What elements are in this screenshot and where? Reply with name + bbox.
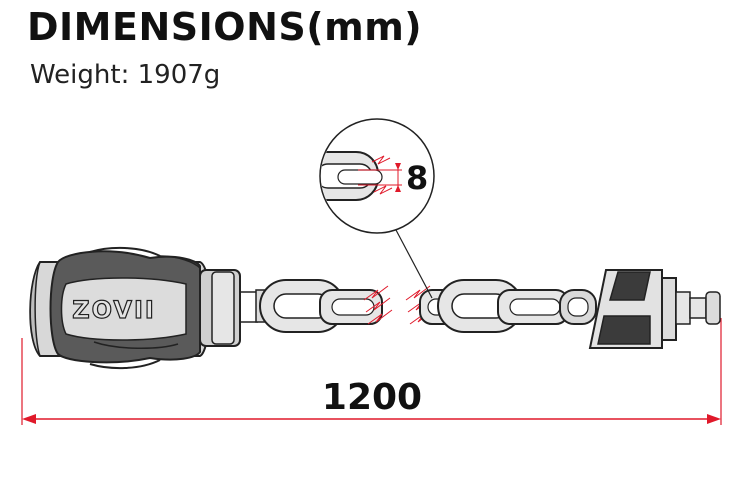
total-length-label: 1200 [322, 377, 422, 418]
page-title: DIMENSIONS(mm) [27, 5, 423, 49]
lock-head [588, 269, 721, 349]
total-length-dimension [21, 318, 722, 425]
chain-left [259, 279, 383, 333]
chain-right [419, 279, 597, 333]
detail-callout [319, 118, 435, 299]
link-thickness-label: 8 [406, 159, 428, 197]
brand-logo: ZOVII [72, 296, 156, 324]
weight-label: Weight: 1907g [30, 60, 221, 90]
